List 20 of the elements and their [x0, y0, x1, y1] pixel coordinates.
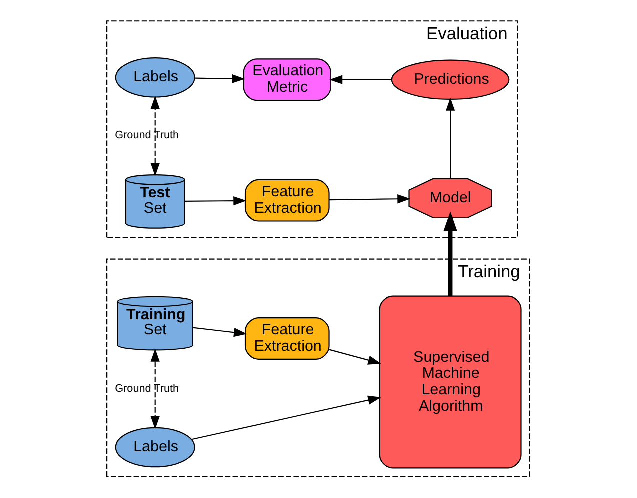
node-ellipse: Predictions — [391, 60, 510, 100]
arrow — [184, 196, 247, 206]
arrow — [150, 348, 160, 430]
arrow — [330, 194, 411, 204]
arrow — [446, 98, 456, 178]
node-box: Feature Extraction — [244, 179, 330, 222]
arrow — [444, 212, 458, 296]
node-box: Evaluation Metric — [243, 58, 332, 102]
arrow — [329, 349, 382, 365]
arrow — [195, 74, 246, 84]
arrow — [192, 327, 248, 338]
arrow — [330, 75, 392, 84]
node-box: Feature Extraction — [244, 318, 330, 360]
arrow — [192, 396, 382, 440]
edge-label: Ground Truth — [115, 382, 180, 395]
node-ellipse: Labels — [115, 58, 196, 98]
edge-label: Ground Truth — [115, 130, 180, 142]
node-box: Supervised Machine Learning Algorithm — [379, 296, 522, 469]
arrow — [150, 96, 160, 176]
node-ellipse: Labels — [115, 427, 196, 468]
